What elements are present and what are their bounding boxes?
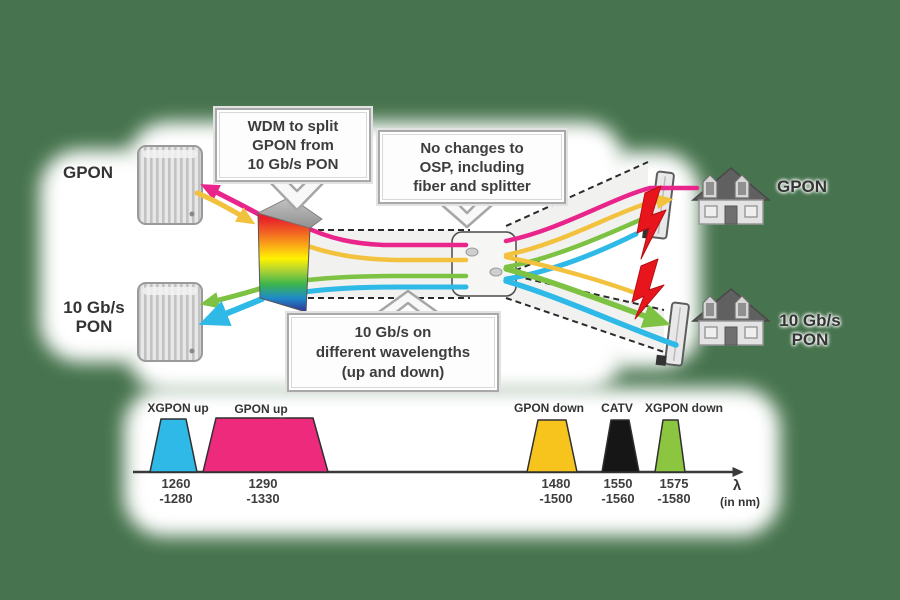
block-lightning-bottom-icon [631, 258, 665, 320]
xgpon-up-blocked-line [503, 231, 639, 282]
xgpon-down-line [296, 273, 469, 284]
spectrum-chart [133, 417, 744, 477]
callout-wdm-line2: GPON from [252, 136, 334, 154]
band-values-xgpon-down-top: 1575 [659, 476, 689, 491]
band-values-xgpon-up-top: 1260 [161, 476, 191, 491]
xgpon-house-icon [692, 288, 770, 346]
callout-tengig-line3: (up and down) [341, 363, 445, 381]
band-values-gpon-down-bottom: -1500 [539, 491, 573, 506]
band-values-catv-top: 1550 [603, 476, 633, 491]
gpon-down-line [297, 240, 469, 263]
gpon-olt-label: GPON [62, 163, 114, 182]
gpon-up-arrow-olt [200, 184, 265, 219]
band-values-catv: 1550 -1560 [578, 476, 658, 506]
xgpon-down-home-arrow [503, 266, 671, 328]
callout-wdm: WDM to split GPON from 10 Gb/s PON [215, 108, 371, 182]
callout-osp-line2: OSP, including [419, 158, 525, 176]
band-gpon-up [202, 417, 329, 473]
band-xgpon-down [654, 419, 686, 473]
xgpon-olt-label-line2: PON [75, 316, 113, 336]
block-lightning-top-icon [636, 185, 667, 260]
xgpon-home-label-line2: PON [791, 329, 829, 349]
xgpon-olt-icon [137, 282, 203, 362]
xgpon-home-label: 10 Gb/s PON [768, 311, 852, 349]
gpon-up-line [300, 223, 469, 248]
feeder-flows [294, 223, 469, 296]
axis-lambda-symbol: λ [732, 477, 742, 494]
bottom-branch-flows [503, 254, 679, 348]
olt-side-flows [194, 184, 265, 326]
band-values-gpon-down-top: 1480 [541, 476, 571, 491]
wavelength-blockers [631, 185, 667, 320]
band-catv [601, 419, 640, 473]
gpon-olt-icon [137, 145, 203, 225]
band-values-catv-bottom: -1560 [601, 491, 635, 506]
xgpon-up-arrow-olt [198, 296, 265, 326]
gpon-home-label: GPON [776, 177, 828, 196]
xgpon-up-line [294, 284, 469, 296]
xgpon-olt-label: 10 Gb/s PON [34, 298, 154, 336]
band-values-gpon-up: 1290 -1330 [223, 476, 303, 506]
gpon-up-branch [503, 185, 700, 244]
xgpon-home-label-line1: 10 Gb/s [779, 311, 841, 330]
band-values-xgpon-up: 1260 -1280 [136, 476, 216, 506]
xgpon-ont-icon [655, 301, 690, 367]
xgpon-down-blocked-line [503, 217, 643, 270]
band-label-xgpon-up: XGPON up [147, 401, 209, 415]
callout-osp: No changes to OSP, including fiber and s… [378, 130, 566, 204]
gpon-down-blocked-line [503, 254, 641, 297]
gpon-down-arrow-olt [194, 190, 256, 225]
gpon-down-branch [503, 194, 674, 258]
optical-splitter [451, 231, 517, 297]
band-label-catv: CATV [601, 401, 633, 415]
band-label-xgpon-down: XGPON down [645, 401, 723, 415]
band-values-gpon-up-bottom: -1330 [246, 491, 280, 506]
gpon-house-icon [692, 167, 770, 225]
band-values-xgpon-up-bottom: -1280 [159, 491, 193, 506]
callout-wdm-line1: WDM to split [247, 117, 339, 135]
band-label-gpon-down: GPON down [514, 401, 584, 415]
axis-unit-label: (in nm) [720, 495, 760, 509]
callout-wdm-line3: 10 Gb/s PON [247, 155, 339, 173]
band-values-xgpon-down-bottom: -1580 [657, 491, 691, 506]
callout-osp-line3: fiber and splitter [413, 177, 531, 195]
band-xgpon-up [149, 418, 198, 473]
callout-pointers [263, 175, 501, 316]
callout-tengig-line2: different wavelengths [315, 343, 471, 361]
band-values-xgpon-down: 1575 -1580 [634, 476, 714, 506]
xgpon-olt-label-line1: 10 Gb/s [63, 298, 125, 317]
band-gpon-down [526, 419, 578, 473]
band-label-gpon-up: GPON up [234, 402, 288, 416]
wdm-prism-icon [256, 196, 323, 313]
top-branch-flows [503, 185, 700, 282]
band-values-gpon-up-top: 1290 [248, 476, 278, 491]
callout-tengig-line1: 10 Gb/s on [354, 323, 432, 341]
callout-tengig: 10 Gb/s on different wavelengths (up and… [287, 313, 499, 392]
callout-osp-line1: No changes to [420, 139, 524, 157]
band-values-gpon-down: 1480 -1500 [516, 476, 596, 506]
xgpon-up-home-line [503, 278, 679, 348]
